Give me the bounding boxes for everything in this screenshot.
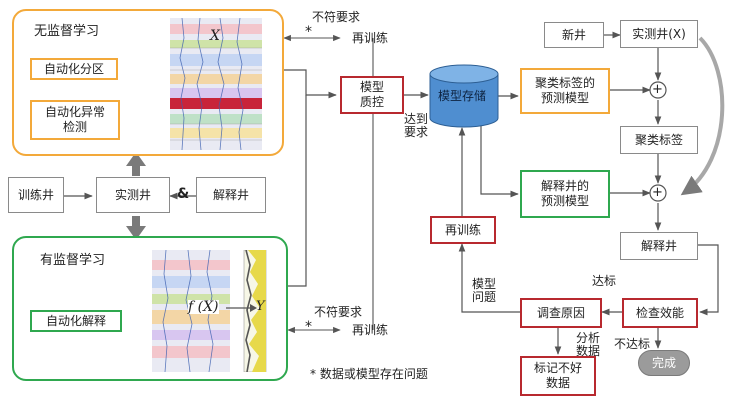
retrain-label-bottom: 再训练: [352, 323, 389, 337]
analyze-data-label: 分析 数据: [576, 331, 601, 358]
interpreted-well-box: 解释井: [196, 177, 266, 213]
cluster-label-box: 聚类标签: [620, 126, 698, 154]
supervised-plot-label: f (X): [188, 299, 219, 315]
fail-label-top: 不符要求: [312, 10, 361, 24]
fail-standard-label: 不达标: [614, 337, 651, 351]
investigate-box: 调查原因: [520, 298, 602, 328]
f-to-y-arrow: [226, 304, 257, 312]
unsupervised-title: 无监督学习: [34, 24, 100, 39]
done-terminal: 完成: [638, 350, 690, 376]
star-top: *: [305, 24, 312, 40]
supervised-title: 有监督学习: [40, 253, 106, 268]
auto-interpretation-box: 自动化解释: [30, 310, 122, 332]
model-problem-label: 模型 问题: [472, 277, 497, 304]
curved-bypass-arrow: [680, 36, 725, 196]
plus-junctions: [649, 81, 667, 202]
unsupervised-plot-label: X: [210, 28, 220, 44]
new-well-box: 新井: [544, 22, 604, 48]
reach-label: 达标: [592, 274, 617, 288]
measured-well-box: 实测井: [96, 177, 170, 213]
model-to-junction-arrows: [610, 86, 651, 197]
mark-bad-data-box: 标记不好 数据: [520, 356, 596, 396]
storage-to-model-arrows: [480, 92, 519, 198]
plus-top: +: [652, 82, 663, 97]
right-column-arrows: [604, 31, 662, 231]
plus-bottom: +: [652, 185, 663, 200]
model-storage-label: 模型存储: [438, 89, 487, 103]
model-storage-cylinder: [429, 64, 499, 128]
auto-zoning-box: 自动化分区: [30, 58, 118, 80]
footnote-label: * 数据或模型存在问题: [310, 367, 428, 381]
check-efficacy-box: 检查效能: [622, 298, 698, 328]
auto-anomaly-box: 自动化异常 检测: [30, 100, 120, 140]
interp-model-box: 解释井的 预测模型: [520, 170, 610, 218]
interp-to-check-arrow: [698, 244, 719, 316]
investigate-to-retrain-arrow: [458, 243, 520, 313]
measured-x-box: 实测井(X): [620, 20, 698, 48]
panel-to-qc-lines: [284, 69, 337, 287]
unsupervised-log-plot: [170, 18, 262, 150]
input-to-panel-arrows: [126, 152, 146, 240]
retrain-box: 再训练: [430, 216, 496, 244]
retrain-label-top: 再训练: [352, 31, 389, 45]
training-well-box: 训练井: [8, 177, 64, 213]
fail-label-bottom: 不符要求: [314, 305, 363, 319]
model-qc-box: 模型 质控: [340, 76, 404, 114]
supervised-arrow-label: Y: [256, 299, 265, 314]
ampersand-label: &: [177, 186, 190, 202]
interp-well-box: 解释井: [620, 232, 698, 260]
cluster-model-box: 聚类标签的 预测模型: [520, 68, 610, 114]
retrain-loops: [283, 34, 374, 334]
meets-requirement-label: 达到 要求: [404, 112, 429, 139]
star-bottom: *: [305, 319, 312, 335]
